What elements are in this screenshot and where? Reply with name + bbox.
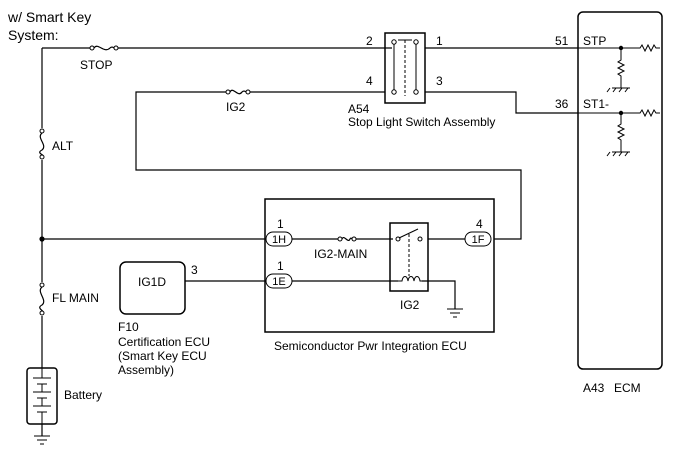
ecm-pin-51: 51 [555, 34, 569, 48]
ecm-code: A43 [583, 381, 605, 395]
connector-1f-pin: 4 [476, 217, 483, 231]
coil-ground-wire [292, 280, 456, 309]
st1-wire [425, 91, 578, 114]
battery-label: Battery [64, 388, 102, 402]
cert-ecu-code: F10 [118, 320, 139, 334]
connector-1h-label: 1H [272, 234, 286, 246]
cert-ecu-name-line3: Assembly) [118, 363, 174, 377]
ecm-st1-circuit [578, 108, 660, 157]
switch-pin-1: 1 [436, 34, 443, 48]
ig2-fuse [225, 89, 251, 95]
switch-pin-2: 2 [366, 34, 373, 48]
ecm-signal-stp: STP [583, 34, 606, 48]
fl-main-fuse-label: FL MAIN [52, 291, 99, 305]
stop-fuse-label: STOP [80, 58, 112, 72]
ecm-name: ECM [614, 381, 641, 395]
connector-1f [464, 231, 492, 247]
battery-symbol [33, 368, 51, 424]
ecm-pin-36: 36 [555, 97, 569, 111]
connector-1f-label: 1F [472, 234, 485, 246]
ig2-wire [135, 91, 522, 240]
ig2-relay [389, 222, 429, 292]
stop-light-switch [384, 32, 426, 104]
switch-pin-4: 4 [366, 74, 373, 88]
cert-ecu-name-line2: (Smart Key ECU [118, 349, 207, 363]
cert-ecu-terminal: IG1D [138, 275, 166, 289]
ig2-relay-label: IG2 [400, 298, 420, 312]
cert-ecu-name-line1: Certification ECU [118, 335, 210, 349]
alt-fuse [39, 128, 45, 160]
ecm-signal-st1: ST1- [583, 97, 609, 111]
spie-name: Semiconductor Pwr Integration ECU [274, 339, 467, 353]
stop-fuse [89, 45, 119, 51]
ig2-main-fuse [337, 236, 357, 242]
switch-code: A54 [348, 102, 370, 116]
connector-1h-pin: 1 [277, 217, 284, 231]
switch-pin-3: 3 [436, 74, 443, 88]
connector-1e-label: 1E [272, 276, 285, 288]
connector-1e-pin: 1 [277, 259, 284, 273]
cert-ecu-pin: 3 [191, 263, 198, 277]
ecm-box [577, 11, 663, 370]
header-line1: w/ Smart Key [7, 9, 91, 25]
ecm-stp-circuit [578, 43, 660, 93]
switch-name: Stop Light Switch Assembly [348, 115, 495, 129]
ig2-fuse-label: IG2 [226, 100, 246, 114]
spie-box [264, 198, 495, 333]
certification-ecu-box [119, 261, 186, 315]
alt-fuse-label: ALT [52, 139, 74, 153]
fl-main-fuse [39, 282, 45, 316]
ig2-main-fuse-label: IG2-MAIN [314, 247, 367, 261]
ground-symbol-battery [34, 435, 50, 445]
ground-symbol-spie [447, 308, 463, 318]
header-line2: System: [8, 27, 59, 43]
